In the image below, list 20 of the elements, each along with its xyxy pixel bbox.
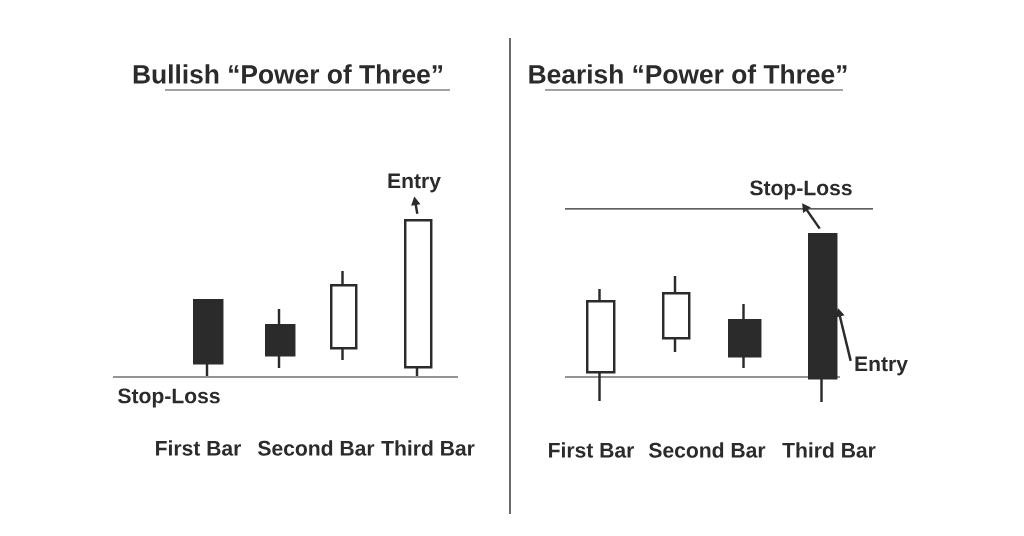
candlestick (330, 271, 358, 360)
axis-label: Second Bar (258, 440, 375, 456)
axis-label: First Bar (549, 442, 634, 458)
candlestick (265, 309, 296, 368)
axis-label: Third Bar (381, 440, 475, 456)
candlestick (662, 276, 691, 352)
axis-label: Second Bar (649, 442, 766, 458)
panel-title: Bullish “Power of Three” (133, 64, 442, 84)
candlestick (808, 233, 838, 402)
level-label: Entry (855, 356, 908, 376)
candlestick (586, 289, 616, 401)
level-label: Entry (388, 173, 441, 193)
level-label: Stop-Loss (750, 180, 852, 200)
panel-title: Bearish “Power of Three” (529, 64, 847, 84)
candlestick (728, 304, 762, 368)
axis-label: Third Bar (782, 442, 876, 458)
candlestick (404, 219, 433, 376)
axis-label: Stop-Loss (118, 388, 220, 408)
axis-label: First Bar (156, 440, 241, 456)
candlestick (193, 299, 224, 376)
